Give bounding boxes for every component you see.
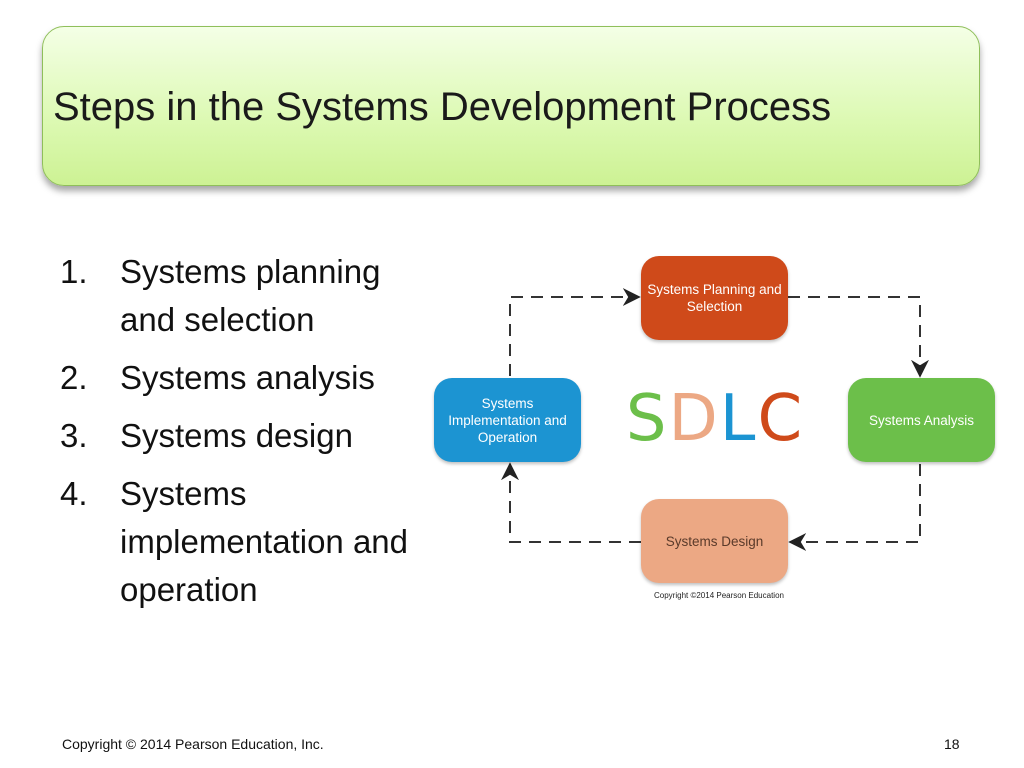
node-implementation: Systems Implementation and Operation: [434, 378, 581, 462]
sdlc-letter-s: S: [625, 382, 669, 456]
arrow-implementation-to-planning: [509, 288, 641, 376]
step-number: 1.: [60, 253, 88, 290]
list-item: 1. Systems planning and selection: [60, 248, 420, 344]
node-design: Systems Design: [641, 499, 788, 583]
step-text: Systems design: [120, 417, 353, 454]
list-item: 2. Systems analysis: [60, 354, 420, 402]
step-text: Systems planning and selection: [120, 253, 381, 338]
sdlc-label: SDLC: [622, 384, 808, 454]
step-text: Systems analysis: [120, 359, 375, 396]
list-item: 4. Systems implementation and operation: [60, 470, 420, 614]
cycle-arrows: [501, 288, 929, 551]
page-number: 18: [944, 736, 960, 752]
arrow-design-to-implementation: [501, 462, 641, 543]
sdlc-letter-c: C: [757, 382, 805, 456]
node-planning: Systems Planning and Selection: [641, 256, 788, 340]
title-banner: Steps in the Systems Development Process: [42, 26, 980, 186]
node-analysis: Systems Analysis: [848, 378, 995, 462]
steps-list: 1. Systems planning and selection 2. Sys…: [60, 248, 420, 624]
list-item: 3. Systems design: [60, 412, 420, 460]
slide-title: Steps in the Systems Development Process: [53, 85, 832, 129]
footer-copyright: Copyright © 2014 Pearson Education, Inc.: [62, 736, 324, 752]
sdlc-letter-l: L: [719, 382, 758, 456]
arrow-analysis-to-design: [788, 464, 921, 551]
step-number: 3.: [60, 417, 88, 454]
step-number: 2.: [60, 359, 88, 396]
image-copyright: Copyright ©2014 Pearson Education: [654, 591, 784, 600]
step-text: Systems implementation and operation: [120, 475, 409, 608]
sdlc-letter-d: D: [668, 382, 720, 456]
sdlc-diagram: Systems Planning and Selection Systems A…: [430, 250, 1000, 610]
step-number: 4.: [60, 475, 88, 512]
arrow-planning-to-analysis: [788, 296, 929, 378]
